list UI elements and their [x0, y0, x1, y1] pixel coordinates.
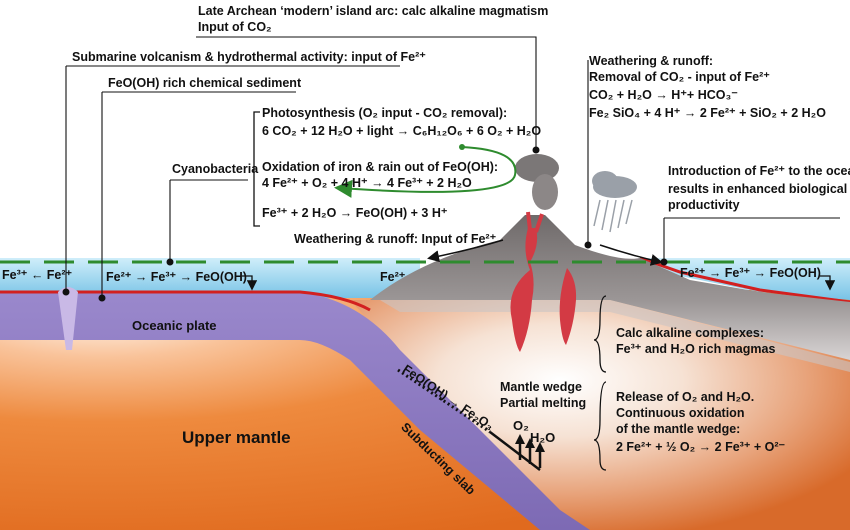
release-line1: Release of O₂ and H₂O.	[616, 390, 755, 404]
release-line3: of the mantle wedge:	[616, 422, 741, 436]
submarine-label: Submarine volcanism & hydrothermal activ…	[72, 50, 426, 64]
oceanic-plate-label: Oceanic plate	[132, 318, 217, 333]
sea-fe2-label: Fe²⁺	[380, 270, 406, 284]
weathering-right-title: Weathering & runoff:	[589, 54, 714, 68]
magma-vent	[526, 211, 544, 233]
calc-alkaline-title: Calc alkaline complexes:	[616, 326, 764, 340]
release-arrows	[518, 442, 542, 468]
volcano	[370, 215, 850, 360]
o2-label: O₂	[513, 418, 529, 433]
rain-cloud-part	[592, 171, 618, 191]
submarine-vent	[58, 287, 78, 350]
h2o-label: H₂O	[530, 430, 556, 445]
magma-conduit-2	[559, 268, 577, 345]
sea-reaction-middle: Fe²⁺ → Fe³⁺ → FeO(OH)	[106, 270, 247, 284]
release-bracket	[593, 381, 607, 471]
ocean-right	[640, 258, 850, 300]
runoff-arrow-right	[599, 244, 663, 266]
eruption-column	[532, 174, 558, 210]
weathering-right-equation-2: Fe₂ SiO₄ + 4 H⁺ → 2 Fe²⁺ + SiO₂ + 2 H₂O	[589, 106, 826, 120]
arc-base	[380, 300, 850, 372]
oxidation-title: Oxidation of iron & rain out of FeO(OH):	[262, 160, 499, 174]
sediment-layer	[397, 368, 491, 434]
calc-alkaline-detail: Fe³⁺ and H₂O rich magmas	[616, 342, 776, 356]
photosynthesis-equation: 6 CO₂ + 12 H₂O + light → C₆H₁₂O₆ + 6 O₂ …	[262, 124, 542, 138]
introduction-line3: productivity	[668, 198, 740, 212]
cycle-arrow-start	[459, 144, 465, 150]
weathering-input-label: Weathering & runoff: Input of Fe²⁺	[294, 232, 497, 246]
weathering-right-subtitle: Removal of CO₂ - input of Fe²⁺	[589, 70, 770, 84]
release-arrow-heads	[515, 434, 545, 452]
release-equation: 2 Fe²⁺ + ½ O₂ → 2 Fe³⁺ + O²⁻	[616, 440, 786, 454]
release-line2: Continuous oxidation	[616, 406, 745, 420]
crust-line-left	[0, 290, 371, 312]
oxygen-cycle-arrow	[334, 146, 517, 198]
precipitation-arrow-left	[242, 275, 258, 291]
cyanobacteria-label: Cyanobacteria	[172, 162, 259, 176]
photosynthesis-title: Photosynthesis (O₂ input - CO₂ removal):	[262, 106, 508, 120]
introduction-line1: Introduction of Fe²⁺ to the oceans	[668, 164, 850, 178]
rain-lines	[593, 199, 633, 233]
slab-surface-line	[489, 431, 541, 471]
upper-mantle-label: Upper mantle	[182, 428, 291, 447]
leader-lines	[65, 36, 840, 298]
runoff-arrow-left	[427, 239, 504, 263]
arc-title-line1: Late Archean ‘modern’ island arc: calc a…	[198, 4, 549, 18]
oxidation-equation-1: 4 Fe²⁺ + O₂ + 4 H⁺ → 4 Fe³⁺ + 2 H₂O	[262, 176, 472, 190]
reaction-bracket	[253, 111, 260, 227]
partial-melting-label: Partial melting	[500, 396, 587, 410]
sea-reaction-right: Fe²⁺ → Fe³⁺ → FeO(OH)	[680, 266, 821, 280]
precipitation-arrow-right	[820, 275, 836, 291]
calc-alkaline-bracket	[593, 295, 607, 373]
oceanic-plate-shape	[0, 292, 590, 530]
feooh-sediment-label: FeO(OH) rich chemical sediment	[108, 76, 302, 90]
sea-reaction-left: Fe³⁺ ← Fe²⁺	[2, 268, 73, 282]
mantle-wedge-label: Mantle wedge	[500, 380, 582, 394]
oxidation-equation-2: Fe³⁺ + 2 H₂O → FeO(OH) + 3 H⁺	[262, 206, 448, 220]
weathering-right-equation-1: CO₂ + H₂O → H⁺+ HCO₃⁻	[589, 88, 738, 102]
introduction-line2: results in enhanced biological	[668, 182, 848, 196]
arc-title-line2: Input of CO₂	[198, 20, 272, 34]
magma-conduit-1	[510, 228, 538, 352]
